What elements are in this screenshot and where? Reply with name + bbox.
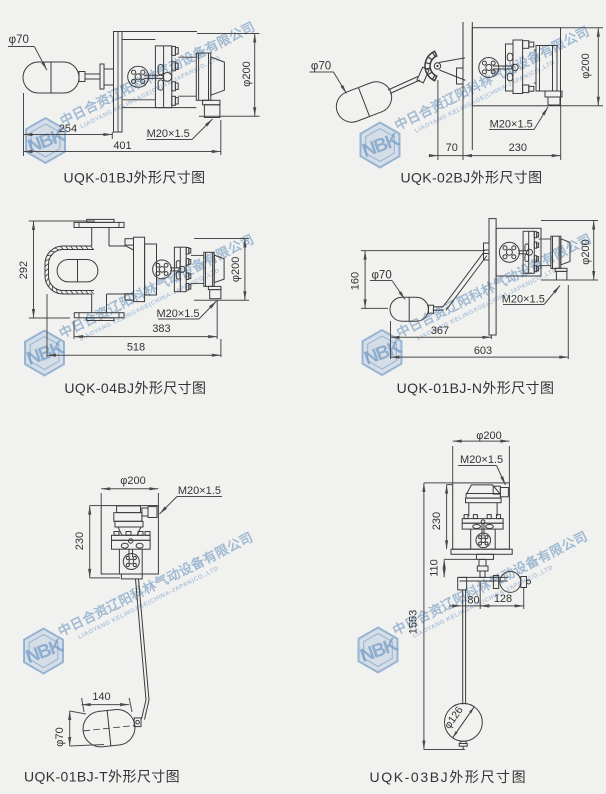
svg-text:M20×1.5: M20×1.5 <box>460 454 503 466</box>
svg-text:128: 128 <box>494 593 512 605</box>
svg-text:φ200: φ200 <box>241 61 253 87</box>
svg-text:φ70: φ70 <box>311 61 331 73</box>
svg-text:UQK-01BJ-T外形尺寸图: UQK-01BJ-T外形尺寸图 <box>24 769 180 785</box>
svg-text:φ200: φ200 <box>476 430 502 442</box>
svg-text:230: 230 <box>431 512 443 530</box>
svg-text:φ200: φ200 <box>580 239 592 265</box>
svg-text:UQK-04BJ外形尺寸图: UQK-04BJ外形尺寸图 <box>64 380 206 396</box>
svg-text:603: 603 <box>474 345 492 357</box>
svg-text:UQK-02BJ外形尺寸图: UQK-02BJ外形尺寸图 <box>400 170 542 186</box>
svg-text:230: 230 <box>509 142 527 154</box>
svg-text:UQK-01BJ-N外形尺寸图: UQK-01BJ-N外形尺寸图 <box>397 380 555 396</box>
svg-text:φ200: φ200 <box>580 53 592 79</box>
svg-text:M20×1.5: M20×1.5 <box>502 294 545 306</box>
svg-text:292: 292 <box>18 261 30 279</box>
svg-text:230: 230 <box>74 532 86 550</box>
svg-text:70: 70 <box>446 142 458 154</box>
svg-text:401: 401 <box>113 140 131 152</box>
svg-text:383: 383 <box>152 323 170 335</box>
svg-text:M20×1.5: M20×1.5 <box>147 128 190 140</box>
svg-text:M20×1.5: M20×1.5 <box>490 119 533 131</box>
svg-text:M20×1.5: M20×1.5 <box>178 485 221 497</box>
svg-text:110: 110 <box>429 559 441 577</box>
svg-text:M20×1.5: M20×1.5 <box>156 308 199 320</box>
svg-text:518: 518 <box>127 342 145 354</box>
svg-text:367: 367 <box>431 325 449 337</box>
svg-text:140: 140 <box>92 691 110 703</box>
svg-text:254: 254 <box>59 123 77 135</box>
svg-text:φ200: φ200 <box>120 475 146 487</box>
svg-text:80: 80 <box>467 595 479 607</box>
svg-text:UQK-01BJ外形尺寸图: UQK-01BJ外形尺寸图 <box>63 170 205 186</box>
svg-text:φ70: φ70 <box>54 727 66 746</box>
svg-text:φ200: φ200 <box>230 257 242 283</box>
svg-text:φ70: φ70 <box>371 270 391 282</box>
svg-text:1553: 1553 <box>408 610 420 634</box>
svg-text:UQK-03BJ外形尺寸图: UQK-03BJ外形尺寸图 <box>370 769 528 785</box>
svg-text:160: 160 <box>350 272 362 290</box>
svg-text:φ70: φ70 <box>9 34 29 46</box>
